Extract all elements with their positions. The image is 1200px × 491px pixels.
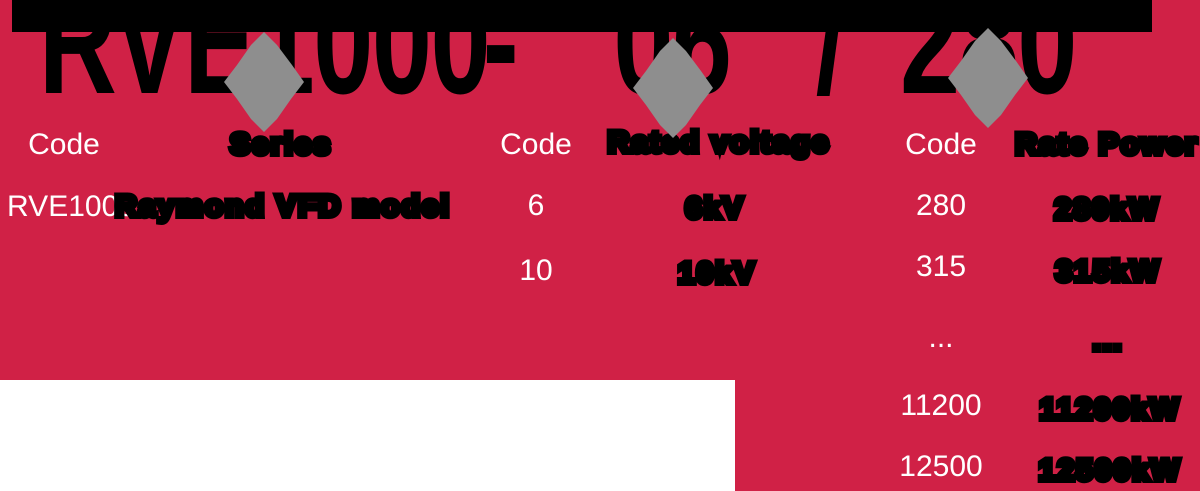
power-desc-value: 280kW: [1051, 192, 1160, 228]
series-code-header: Code: [28, 128, 100, 161]
power-desc-value: ...: [1089, 323, 1124, 359]
diamond-connector-icon: [633, 38, 713, 138]
power-desc-value: 12500kW: [1036, 453, 1182, 489]
voltage-desc-value: 10kV: [675, 256, 757, 292]
diamond-connector-icon: [948, 28, 1028, 128]
power-desc-header: Rate Power: [1012, 127, 1199, 163]
diamond-connector-icon: [224, 32, 304, 132]
voltage-code-value: 6: [527, 189, 545, 222]
power-code-value: 12500: [899, 450, 983, 483]
banner-top-band: [12, 0, 1152, 32]
voltage-code-header: Code: [500, 128, 572, 161]
power-code-value: 315: [915, 250, 967, 283]
power-code-value: 280: [915, 189, 967, 222]
voltage-desc-header: Rated voltage: [605, 125, 832, 161]
series-desc-value: Raymond VFD model: [112, 189, 452, 225]
power-desc-value: 315kW: [1052, 254, 1161, 290]
power-code-value: ...: [928, 321, 954, 354]
series-desc-header: Series: [227, 127, 333, 163]
power-desc-value: 11200kW: [1037, 392, 1182, 428]
power-code-value: 11200: [900, 389, 982, 422]
banner-segment-hyphen: -: [482, 0, 519, 125]
voltage-desc-value: 6kV: [682, 191, 745, 227]
red-background-bottom-right: [735, 380, 1200, 491]
voltage-code-value: 10: [519, 254, 553, 287]
banner-segment-slash: /: [815, 0, 846, 125]
series-code-value: RVE1000: [7, 190, 135, 223]
power-code-header: Code: [905, 128, 977, 161]
